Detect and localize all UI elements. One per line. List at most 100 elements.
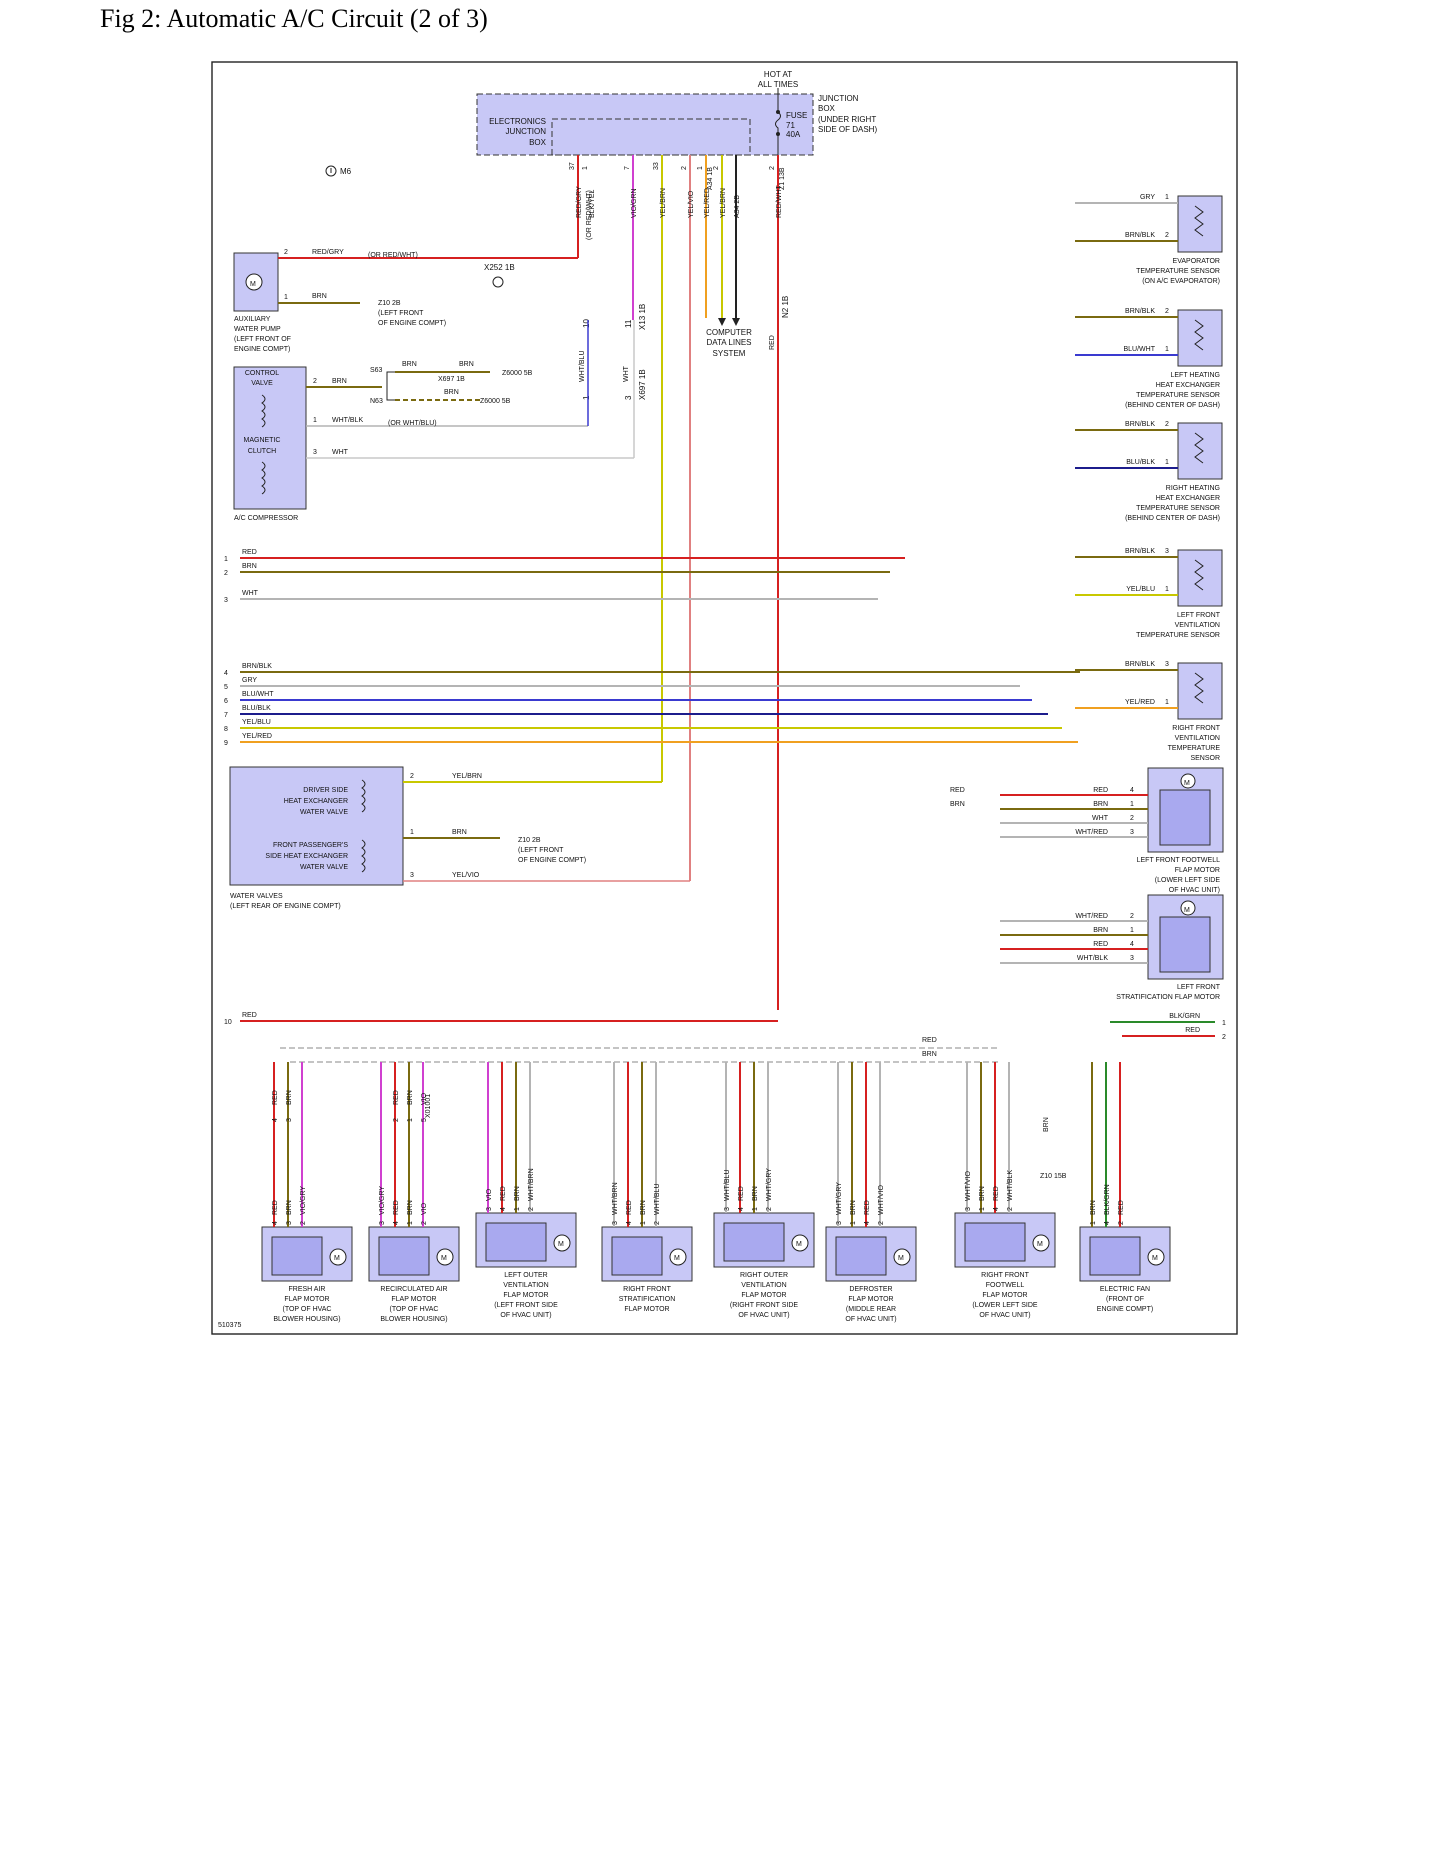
motor-label-0-3: BLOWER HOUSING)	[273, 1316, 340, 1323]
bus-num-1: 1	[224, 556, 228, 563]
conn-x252: X252 1B	[484, 263, 515, 272]
pump-wire-2: RED/GRY	[312, 249, 344, 256]
ac-compressor: CONTROL VALVE MAGNETIC CLUTCH A/C COMPRE…	[233, 320, 635, 522]
conn-z10-15b: Z10 15B	[1040, 1173, 1067, 1180]
motor-wire-3-2: BRN	[640, 1200, 647, 1215]
motor-wire-7-0: BRN	[1090, 1200, 1097, 1215]
motor-wire-2-0: VIO	[486, 1188, 493, 1201]
motor-pin-1-2: 1	[407, 1221, 414, 1225]
control-valve-label-2: VALVE	[251, 380, 273, 387]
sensor-label-1-3: (BEHIND CENTER OF DASH)	[1125, 402, 1220, 409]
splice-wire-1: BRN	[402, 361, 417, 368]
fan-ground-wire: BRN	[1043, 1117, 1050, 1132]
sensor-p1-3: 3	[1165, 548, 1169, 555]
comp-wire-3: WHT	[332, 449, 349, 456]
computer-data-lines: COMPUTER DATA LINES SYSTEM	[706, 318, 752, 358]
ejb-wire-conn-8: Z1 13B	[779, 167, 786, 190]
sensor-w1-3: BRN/BLK	[1125, 548, 1155, 555]
motor-pin-1-3: 2	[421, 1221, 428, 1225]
svg-text:3: 3	[313, 449, 317, 456]
valve-driver-1: DRIVER SIDE	[303, 787, 348, 794]
motor-label-7-0: ELECTRIC FAN	[1100, 1286, 1150, 1293]
ejb-wire-label-4: YEL/VIO	[688, 190, 695, 218]
motor-wire-3-3: WHT/BLU	[654, 1184, 661, 1216]
motor-pin-6-0: 3	[965, 1207, 972, 1211]
ejb-wire-label-8: RED/WHT	[776, 185, 783, 218]
motor-upper-wire-1-2: VIO	[421, 1092, 428, 1105]
ejb-wire-pin-6: 2	[713, 166, 720, 170]
pump-ground-3: OF ENGINE COMPT)	[378, 320, 446, 327]
sensor-label-0-1: TEMPERATURE SENSOR	[1136, 268, 1220, 275]
motor-label-0-0: FRESH AIR	[289, 1286, 326, 1293]
sensor-p2-0: 2	[1165, 232, 1169, 239]
motor-pin-5-0: 3	[836, 1221, 843, 1225]
control-valve-label-1: CONTROL	[245, 370, 279, 377]
svg-text:M: M	[796, 1241, 802, 1248]
ejb-wire-label-3: YEL/BRN	[660, 188, 667, 218]
sensor-label-3-2: TEMPERATURE SENSOR	[1136, 632, 1220, 639]
conn-x697-pin-1: 1	[582, 395, 591, 400]
water-valves: DRIVER SIDE HEAT EXCHANGER WATER VALVE F…	[229, 766, 690, 910]
lfs-label-2: STRATIFICATION FLAP MOTOR	[1116, 994, 1220, 1001]
motor-pin-2-1: 4	[500, 1207, 507, 1211]
jb-label-1: JUNCTION	[818, 94, 859, 103]
ground-m6: M6	[325, 165, 352, 177]
jb-label-2: BOX	[818, 104, 836, 113]
lff-pins-w-1: BRN	[1093, 801, 1108, 808]
lff-label-2: FLAP MOTOR	[1175, 867, 1220, 874]
valve-driver-3: WATER VALVE	[300, 809, 348, 816]
ejb-wire-pin-4: 2	[681, 166, 688, 170]
ejb-wire-label-5: YEL/RED	[704, 188, 711, 218]
ejb-wire-label-6: YEL/BRN	[720, 188, 727, 218]
bus-num-10: 10	[224, 1019, 232, 1026]
sensor-label-3-1: VENTILATION	[1175, 622, 1220, 629]
motor-label-3-1: STRATIFICATION	[619, 1296, 676, 1303]
fuse-label-3: 40A	[786, 130, 801, 139]
motor-label-3-0: RIGHT FRONT	[623, 1286, 671, 1293]
motor-icon	[436, 1248, 454, 1266]
motor-label-2-1: VENTILATION	[503, 1282, 548, 1289]
conn-x13-pin-11: 11	[624, 319, 633, 328]
ejb-wire-pin-1: 1	[582, 166, 589, 170]
motor-wire-6-3: WHT/BLK	[1007, 1170, 1014, 1201]
sensor-w1-0: GRY	[1140, 194, 1155, 201]
valve-wire-1: BRN	[452, 829, 467, 836]
bus-label-4: BRN/BLK	[242, 663, 272, 670]
sensor-p1-1: 2	[1165, 308, 1169, 315]
motor-label-0-1: FLAP MOTOR	[284, 1296, 329, 1303]
bus-label-2: BRN	[242, 563, 257, 570]
ejb-wire-pin-8: 2	[769, 166, 776, 170]
splice-wire-3: BRN	[444, 389, 459, 396]
lff-pins-p-1: 1	[1130, 801, 1134, 808]
ejb-wire-label-7: A34 2B	[734, 195, 741, 218]
motor-upper-wire-1-0: RED	[393, 1090, 400, 1105]
fuse-label-2: 71	[786, 121, 795, 130]
sensor-label-4-3: SENSOR	[1190, 755, 1220, 762]
motor-wire-6-2: RED	[993, 1186, 1000, 1201]
thermistor-icon	[1194, 672, 1204, 704]
sensor-body-3	[1177, 549, 1223, 607]
motor-label-4-0: RIGHT OUTER	[740, 1272, 788, 1279]
ejb-wire-label-2: VIO/GRN	[631, 188, 638, 218]
bus-label-10: RED	[242, 1012, 257, 1019]
sensor-p2-2: 1	[1165, 459, 1169, 466]
sensor-label-4-1: VENTILATION	[1175, 735, 1220, 742]
motor-pin-4-2: 1	[752, 1207, 759, 1211]
sensor-body-1	[1177, 309, 1223, 367]
motor-label-6-4: OF HVAC UNIT)	[979, 1312, 1030, 1319]
bottom-bus-red: RED	[922, 1037, 937, 1044]
motor-pin-1-0: 3	[379, 1221, 386, 1225]
motor-upper-pin-1-0: 2	[393, 1118, 400, 1122]
conn-x13-pin-10: 10	[582, 319, 591, 328]
conn-x13: X13 1B	[638, 304, 647, 330]
motor-pin-5-2: 4	[864, 1221, 871, 1225]
pump-wire-1: BRN	[312, 293, 327, 300]
conn-n63: N63	[370, 398, 383, 405]
motor-wire-2-2: BRN	[514, 1186, 521, 1201]
